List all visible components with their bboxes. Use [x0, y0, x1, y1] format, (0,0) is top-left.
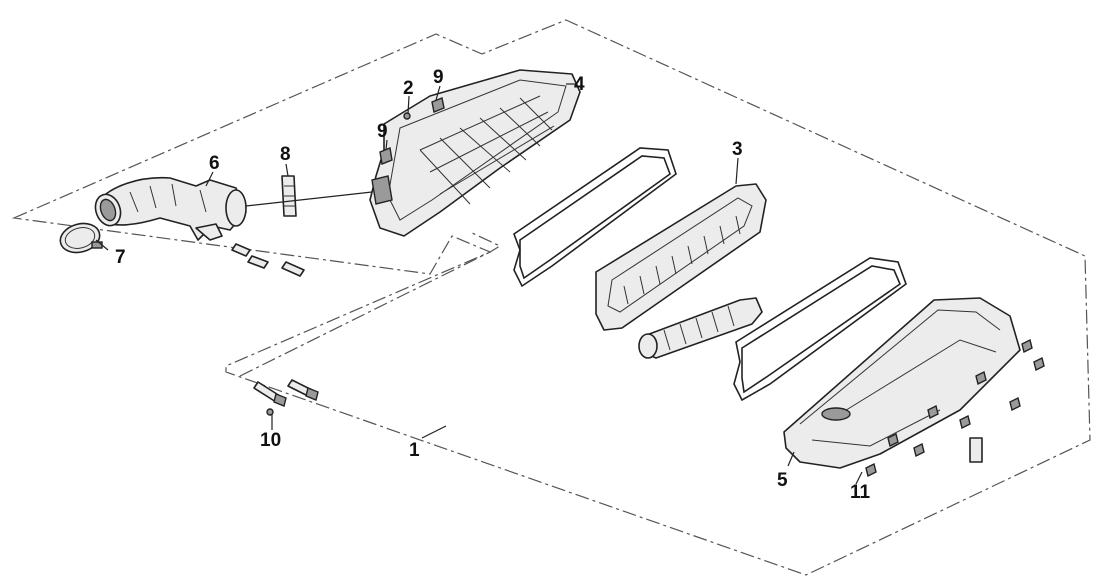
hose-clamp[interactable]	[57, 219, 103, 256]
callout-6: 6	[209, 153, 220, 174]
gasket-inner[interactable]	[513, 147, 677, 288]
assembly-boundary	[11, 19, 1091, 576]
callout-7: 7	[115, 247, 126, 268]
air-cleaner-case[interactable]	[369, 69, 581, 237]
connector-tube[interactable]	[281, 175, 297, 217]
callout-2: 2	[403, 78, 414, 99]
gasket-outer[interactable]	[733, 257, 907, 402]
callout-4: 4	[574, 74, 585, 95]
duct-screws[interactable]	[231, 243, 305, 277]
intake-duct[interactable]	[91, 176, 247, 241]
callout-11: 11	[850, 482, 871, 503]
callout-3: 3	[732, 139, 743, 160]
assembly-line	[245, 191, 373, 207]
filter-funnel-tube[interactable]	[638, 297, 763, 359]
callout-1: 1	[409, 440, 420, 461]
callout-9-left: 9	[377, 121, 388, 142]
callout-10: 10	[260, 430, 281, 451]
air-cleaner-cover[interactable]	[783, 297, 1021, 469]
callout-5: 5	[777, 470, 788, 491]
callout-8: 8	[280, 144, 291, 165]
callout-9-top: 9	[433, 67, 444, 88]
callout-labels: 1 2 3 4 5 6 7 8 9 9 10 11	[115, 67, 871, 503]
mounting-bolts[interactable]	[253, 379, 319, 416]
cover-screws[interactable]	[865, 338, 1045, 478]
air-filter-element[interactable]	[595, 183, 767, 331]
case-screws[interactable]	[379, 97, 445, 165]
leader-lines	[95, 83, 863, 485]
